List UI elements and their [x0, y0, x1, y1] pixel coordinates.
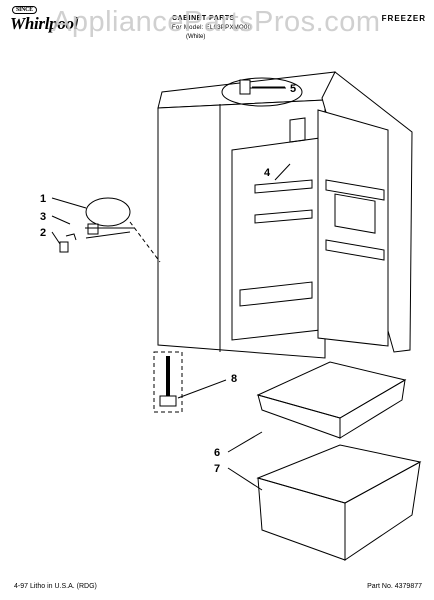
page-title: CABINET PARTS: [172, 15, 235, 22]
brand-logo: SINCE Whirlpool: [10, 6, 79, 34]
compressor: [85, 197, 161, 263]
door: [317, 71, 413, 353]
footer-part-number: Part No. 4379877: [367, 583, 422, 590]
callout-1: 1: [40, 193, 46, 205]
brand-mark: SINCE: [12, 6, 37, 14]
cabinet: [157, 71, 336, 359]
leader-lines: [51, 87, 291, 491]
brand-name: Whirlpool: [10, 14, 79, 33]
basket-lower: [256, 444, 422, 561]
callout-2: 2: [40, 227, 46, 239]
basket-upper: [256, 361, 407, 439]
callout-5: 5: [290, 83, 296, 95]
color-line: (White): [186, 34, 206, 40]
callout-8: 8: [231, 373, 237, 385]
overload-relay: [59, 233, 77, 253]
section-label: FREEZER: [381, 14, 426, 23]
callout-3: 3: [40, 211, 46, 223]
leveling-leg: [153, 351, 183, 413]
footer-litho: 4-97 Litho in U.S.A. (RDG): [14, 583, 97, 590]
callout-6: 6: [214, 447, 220, 459]
thermostat-knob: [239, 79, 285, 95]
callout-7: 7: [214, 463, 220, 475]
model-line: For Model: EL03PPXMQ00: [172, 25, 252, 31]
callout-4: 4: [264, 167, 271, 179]
